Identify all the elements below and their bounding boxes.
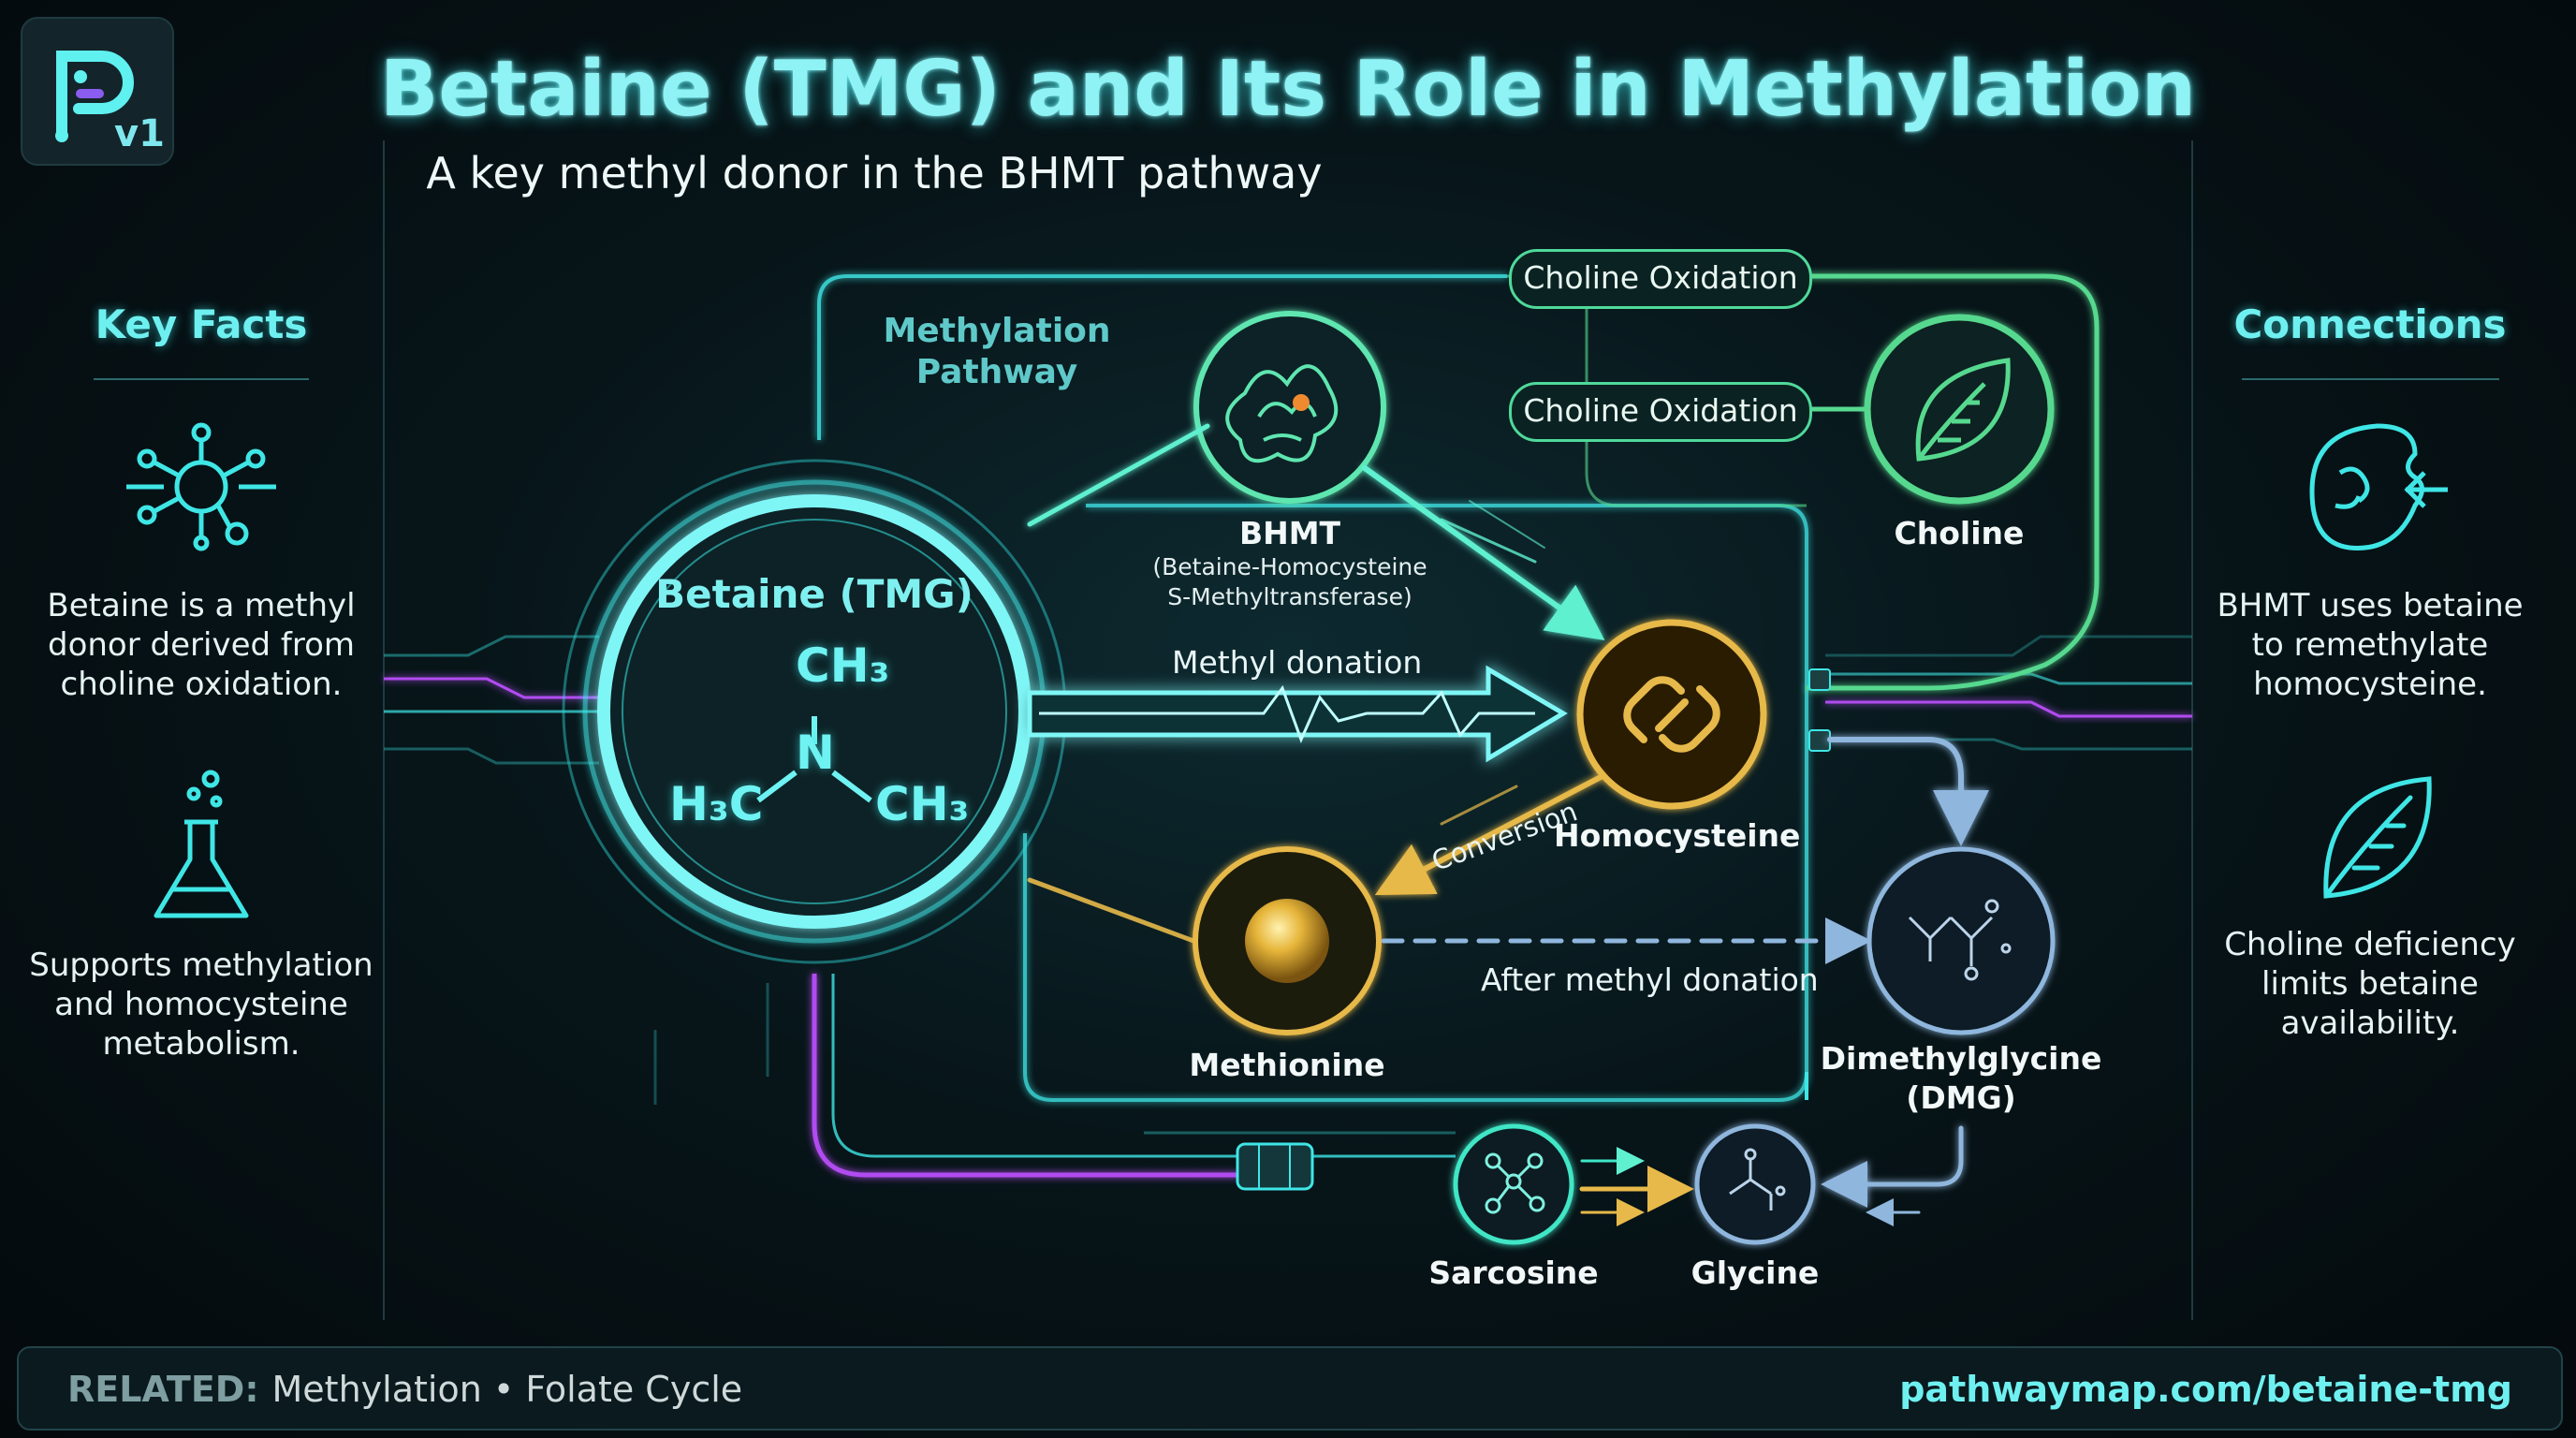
glycine-label: Glycine — [1690, 1255, 1820, 1291]
pipe-coupling — [1236, 1142, 1314, 1191]
page-subtitle: A key methyl donor in the BHMT pathway — [426, 148, 1323, 198]
nitrogen-atom: N — [796, 726, 835, 780]
leaf-icon — [1915, 358, 2011, 462]
h3c-left: H₃C — [669, 777, 764, 831]
fact-2-text: Supports methylation and homocysteine me… — [29, 946, 373, 1063]
related-label: RELATED: — [67, 1369, 259, 1410]
frame-ports — [1808, 668, 1831, 752]
molecule-structure-icon — [1908, 899, 2012, 981]
connection-2-text: Choline deficiency limits betaine availa… — [2224, 926, 2516, 1042]
ch3-right: CH₃ — [875, 777, 970, 831]
betaine-label: Betaine (TMG) — [655, 571, 973, 617]
molecule-network-icon — [126, 422, 276, 551]
choline-node — [1864, 314, 2055, 505]
homocysteine-node — [1576, 619, 1767, 810]
logo-p-icon — [55, 51, 134, 142]
glycine-node — [1694, 1123, 1816, 1245]
flask-icon — [154, 770, 249, 918]
leaf-icon — [2323, 776, 2432, 899]
connection-1-text: BHMT uses betaine to remethylate homocys… — [2217, 587, 2524, 703]
sarcosine-label: Sarcosine — [1428, 1255, 1599, 1291]
ch3-top: CH₃ — [796, 638, 890, 693]
panel-dividers — [94, 140, 2499, 1320]
methionine-node — [1193, 846, 1382, 1035]
molecule-icon — [1729, 1148, 1786, 1211]
methyl-donation-arrow — [1027, 665, 1568, 763]
bhmt-label: BHMT — [1238, 515, 1341, 551]
dmg-node — [1866, 846, 2056, 1035]
circuit-traces — [384, 635, 2192, 1178]
page-title: Betaine (TMG) and Its Role in Methylatio… — [379, 45, 2197, 134]
bhmt-sublabel: (Betaine-Homocysteine S-Methyltransferas… — [1152, 553, 1427, 610]
molecule-icon — [1485, 1152, 1545, 1214]
methyl-donation-label: Methyl donation — [1172, 644, 1423, 681]
related-items-link[interactable]: Methylation • Folate Cycle — [271, 1369, 743, 1410]
app-logo: v1 — [21, 17, 174, 166]
methionine-label: Methionine — [1189, 1047, 1385, 1083]
choline-label: Choline — [1894, 515, 2025, 551]
choline-oxidation-pill: Choline Oxidation — [1509, 382, 1812, 442]
bhmt-node — [1193, 311, 1386, 504]
betaine-node — [562, 459, 1067, 964]
choline-oxidation-pill-top: Choline Oxidation — [1509, 249, 1812, 309]
chain-link-icon — [1623, 676, 1720, 753]
sarcosine-node — [1453, 1123, 1574, 1245]
footer-bar: RELATED: Methylation • Folate Cycle pathw… — [17, 1346, 2563, 1431]
sphere-icon — [1245, 899, 1329, 983]
fact-1-text: Betaine is a methyl donor derived from c… — [47, 587, 356, 703]
key-facts-heading: Key Facts — [95, 301, 308, 347]
dmg-label: Dimethylglycine (DMG) — [1820, 1040, 2102, 1116]
liver-icon — [2309, 423, 2448, 550]
connections-heading: Connections — [2233, 301, 2507, 347]
methylation-pathway-label: Methylation Pathway — [883, 312, 1111, 391]
logo-version: v1 — [114, 112, 165, 155]
homocysteine-label: Homocysteine — [1554, 817, 1801, 854]
related-links: RELATED: Methylation • Folate Cycle — [67, 1369, 742, 1410]
enzyme-icon — [1225, 364, 1339, 463]
edges — [1027, 386, 1989, 1226]
after-methyl-donation-label: After methyl donation — [1481, 961, 1819, 998]
source-url-link[interactable]: pathwaymap.com/betaine-tmg — [1899, 1369, 2512, 1410]
